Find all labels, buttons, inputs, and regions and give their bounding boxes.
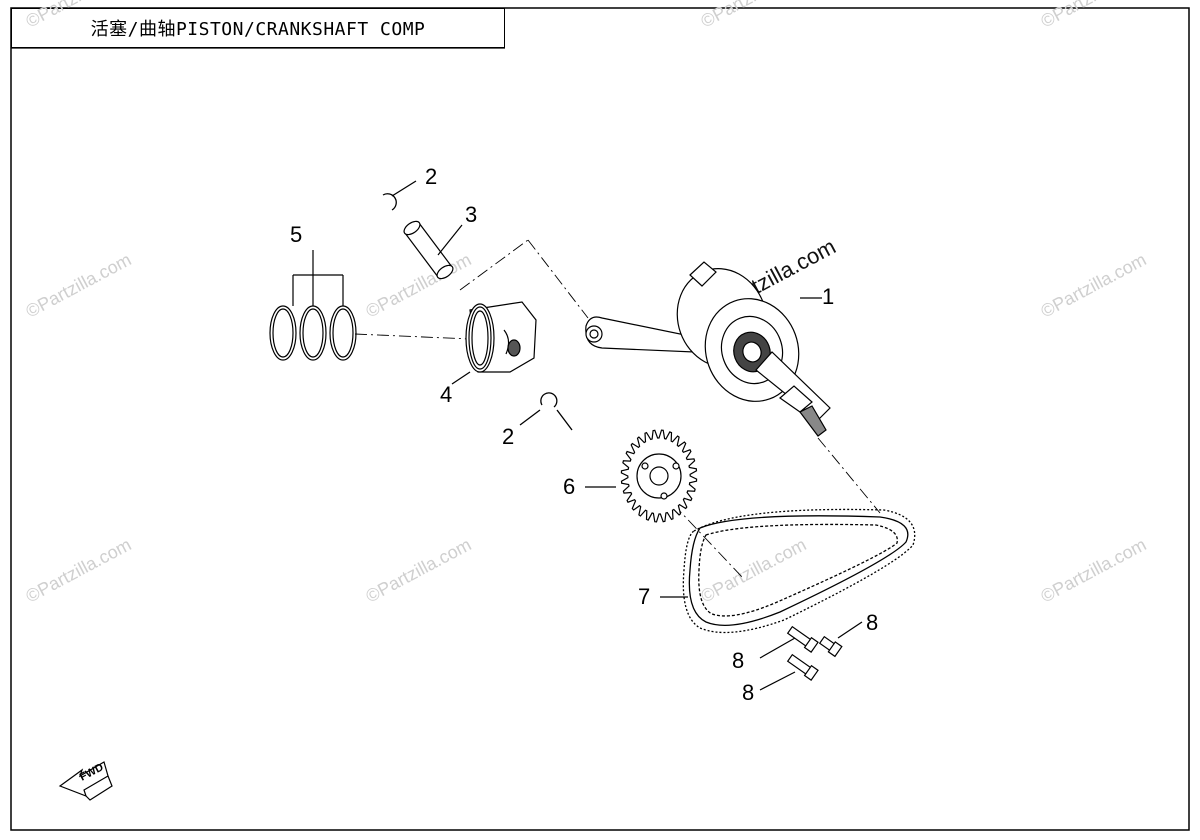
- piston-rings: [269, 250, 357, 361]
- piston-pin: [403, 220, 463, 280]
- watermark-7: ©Partzilla.com: [1037, 534, 1149, 606]
- circlip-top: [382, 180, 417, 211]
- fwd-arrow-icon: FWD: [58, 761, 113, 801]
- sprocket: [585, 429, 698, 523]
- watermark-1: ©Partzilla.com: [22, 249, 134, 321]
- bolt-2: [818, 635, 843, 658]
- watermark-10: ©Partzilla.com: [1037, 0, 1149, 32]
- watermark-6: ©Partzilla.com: [697, 534, 809, 606]
- watermark-3: ©Partzilla.com: [1037, 249, 1149, 321]
- timing-chain: [660, 508, 916, 634]
- bolts: [759, 621, 863, 691]
- watermarks: ©Partzilla.com ©Partzilla.com ©Partzilla…: [22, 0, 1149, 607]
- center-lines: [354, 239, 881, 578]
- piston: [451, 301, 537, 385]
- callout-8-a: 8: [866, 610, 878, 635]
- diagram-title: 活塞/曲轴PISTON/CRANKSHAFT COMP: [11, 8, 505, 48]
- callout-3: 3: [465, 202, 477, 227]
- watermark-4: ©Partzilla.com: [22, 534, 134, 606]
- watermark-2: ©Partzilla.com: [362, 249, 474, 321]
- callout-7: 7: [638, 584, 650, 609]
- callout-4: 4: [440, 382, 452, 407]
- callout-2-top: 2: [425, 164, 437, 189]
- diagram-border: [10, 7, 1190, 831]
- callout-8-c: 8: [742, 680, 754, 705]
- callout-8-b: 8: [732, 648, 744, 673]
- watermark-9: ©Partzilla.com: [697, 0, 809, 32]
- callouts: 1 2 3 4 5 2 6 7 8 8 8: [290, 164, 878, 705]
- callout-1: 1: [822, 284, 834, 309]
- crankshaft: [585, 261, 831, 437]
- callout-5: 5: [290, 222, 302, 247]
- bolt-1: [786, 625, 819, 653]
- bolt-3: [786, 653, 819, 681]
- watermark-5: ©Partzilla.com: [362, 534, 474, 606]
- callout-6: 6: [563, 474, 575, 499]
- callout-2-lower: 2: [502, 424, 514, 449]
- watermark-8: ©Partzilla.com: [22, 0, 134, 32]
- circlip-lower: [519, 392, 573, 431]
